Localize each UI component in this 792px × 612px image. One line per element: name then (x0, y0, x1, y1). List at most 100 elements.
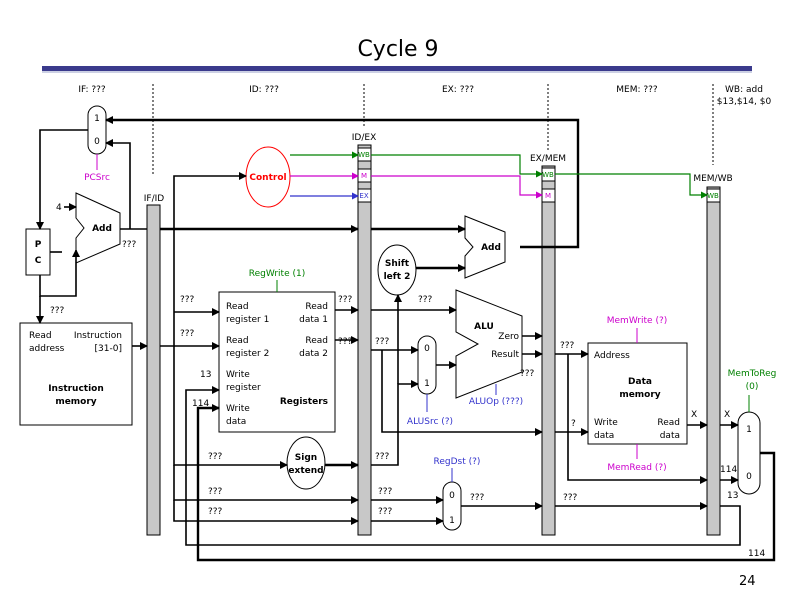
rf-write-data-a: Write (226, 404, 250, 414)
pc-mux-input-1: 1 (94, 114, 100, 124)
pc-label-c: C (35, 256, 42, 266)
shift-left-l1: Shift (385, 259, 410, 269)
dm-address-label: Address (594, 351, 630, 361)
memwrite-label: MemWrite (?) (607, 316, 668, 326)
alu (455, 289, 523, 399)
mem-wb-wb-text: WB (707, 192, 719, 200)
regdst-mux-1: 1 (449, 516, 455, 526)
dm-write-data-label: data (594, 431, 614, 441)
if-id-register (146, 204, 161, 536)
instruction-memory (19, 322, 133, 426)
pcsrc-label: PCSrc (84, 173, 110, 183)
rf-read1-b: register 1 (226, 315, 269, 325)
dm-write-label: Write (594, 418, 618, 428)
register-file (218, 291, 336, 433)
datapath-wires (36, 116, 776, 562)
rf-read1-a: Read (226, 302, 249, 312)
ex-mem-m-text: M (545, 192, 551, 200)
memtoreg-mux-0: 0 (746, 472, 752, 482)
shift-left-2 (377, 244, 417, 296)
shift-left-l2: left 2 (384, 272, 411, 282)
value-imm-ex: ??? (375, 452, 390, 462)
memtoreg-label-2: (0) (746, 382, 759, 392)
rf-write-reg-a: Write (226, 370, 250, 380)
alusrc-mux-1: 1 (424, 379, 430, 389)
constant-four: 4 (56, 203, 62, 213)
rf-data1-a: Read (305, 302, 328, 312)
stage-id-label: ID: ??? (249, 85, 279, 95)
stage-wb-label-line1: WB: add (725, 85, 763, 95)
value-read-reg1: ??? (180, 295, 195, 305)
rf-write-data-b: data (226, 417, 246, 427)
ex-mem-register (541, 165, 556, 536)
value-alusrc-in: ??? (375, 337, 390, 347)
alu-result-label: Result (491, 350, 519, 360)
stage-mem-label: MEM: ??? (616, 85, 658, 95)
value-read-reg2: ??? (180, 329, 195, 339)
imem-bits-label: [31-0] (95, 344, 122, 354)
id-ex-label: ID/EX (352, 133, 376, 143)
rf-read2-a: Read (226, 336, 249, 346)
memread-label: MemRead (?) (607, 463, 666, 473)
value-regdst-mem: ??? (563, 493, 578, 503)
imem-read-label: Read (29, 331, 52, 341)
rf-write-reg-b: register (226, 383, 261, 393)
rf-data2-b: data 2 (299, 349, 328, 359)
control-label: Control (249, 173, 286, 183)
if-id-label: IF/ID (144, 194, 165, 204)
mem-wb-label: MEM/WB (693, 174, 732, 184)
stage-if-label: IF: ??? (78, 85, 106, 95)
value-write-data: 114 (192, 399, 209, 409)
sign-extend-l1: Sign (295, 453, 317, 463)
value-sign-in: ??? (208, 452, 223, 462)
stage-wb-label-line2: $13,$14, $0 (717, 97, 772, 107)
value-wb-x: X (724, 410, 730, 420)
page-title: Cycle 9 (357, 37, 438, 62)
alu-zero-label: Zero (498, 332, 519, 342)
ex-mem-wb-text: WB (542, 171, 554, 179)
stage-ex-label: EX: ??? (442, 85, 474, 95)
value-data2: ??? (338, 337, 353, 347)
id-ex-m-text: M (361, 172, 367, 180)
alu-label: ALU (474, 322, 494, 332)
imem-address-label: address (29, 344, 65, 354)
value-read-data-x: X (691, 410, 697, 420)
pc-mux-input-0: 0 (94, 137, 100, 147)
pc-label-p: P (35, 240, 42, 250)
imem-name-line1: Instruction (48, 384, 104, 394)
ex-mem-label: EX/MEM (530, 154, 566, 164)
rf-data2-a: Read (305, 336, 328, 346)
value-write-reg: 13 (200, 370, 211, 380)
value-loop-114: 114 (748, 549, 765, 559)
memtoreg-mux-1: 1 (746, 425, 752, 435)
page-number: 24 (739, 574, 756, 589)
value-rd-ex: ??? (378, 507, 393, 517)
imem-name-line2: memory (55, 397, 96, 407)
dm-name-line2: memory (619, 390, 660, 400)
regwrite-label: RegWrite (1) (249, 269, 305, 279)
id-ex-wb-text: WB (358, 151, 370, 159)
dm-name-line1: Data (628, 377, 652, 387)
id-ex-register (357, 144, 372, 536)
rf-read2-b: register 2 (226, 349, 269, 359)
branch-adder-label: Add (481, 243, 501, 253)
value-mem-writedata: ? (571, 419, 576, 429)
rf-name: Registers (280, 397, 328, 407)
value-mem-address: ??? (560, 341, 575, 351)
pc-value: ??? (50, 306, 65, 316)
title-bar (42, 66, 752, 71)
pc-adder-output-value: ??? (122, 240, 137, 250)
value-rt: ??? (208, 487, 223, 497)
control-wires (290, 151, 708, 200)
imem-instruction-label: Instruction (74, 331, 122, 341)
regdst-label: RegDst (?) (434, 457, 481, 467)
aluop-label: ALUOp (???) (469, 397, 523, 407)
alusrc-mux-0: 0 (424, 344, 430, 354)
pc-register (25, 228, 51, 276)
value-wb-114: 114 (720, 465, 737, 475)
memtoreg-label-1: MemToReg (728, 369, 777, 379)
mem-wb-register (706, 186, 721, 536)
dm-read-label: Read (657, 418, 680, 428)
id-ex-ex-text: EX (359, 192, 368, 200)
